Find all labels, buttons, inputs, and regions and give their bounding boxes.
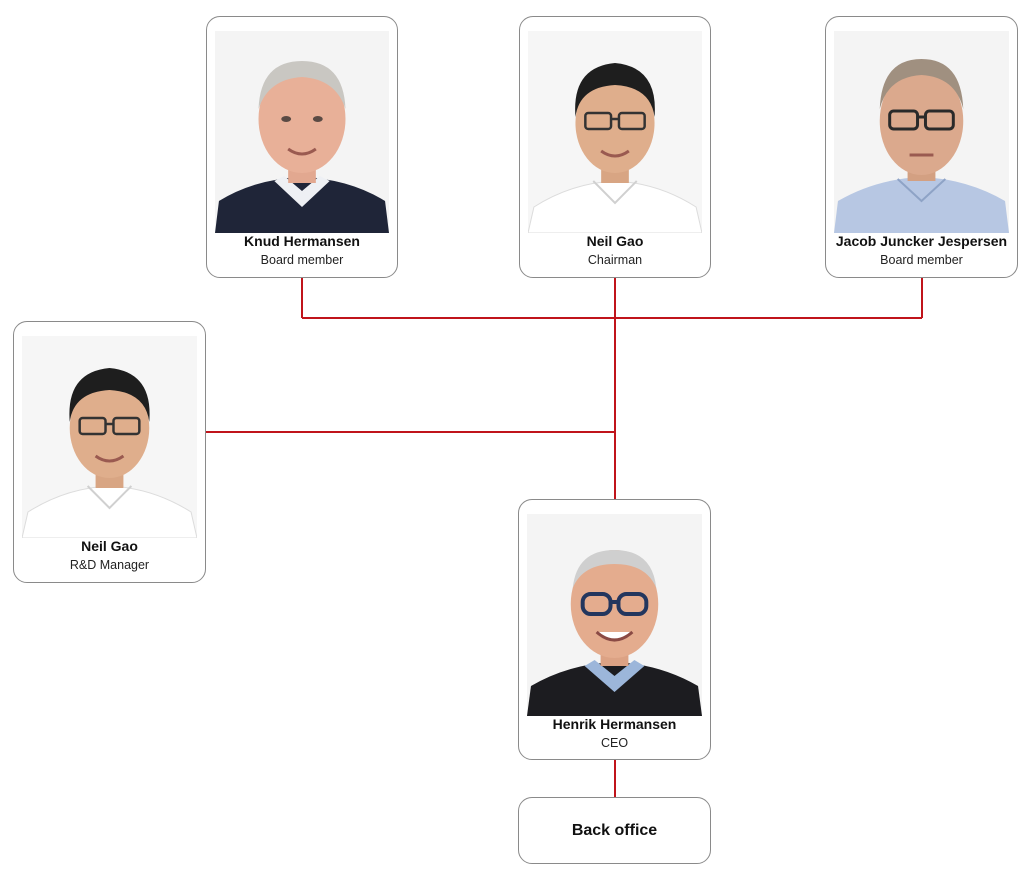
person-card-neil-gao-chairman: Neil Gao Chairman <box>519 16 711 278</box>
person-card-knud-hermansen: Knud Hermansen Board member <box>206 16 398 278</box>
person-name: Neil Gao <box>586 233 644 249</box>
back-office-label: Back office <box>571 821 658 839</box>
person-name: Neil Gao <box>81 538 138 554</box>
person-role: Board member <box>880 253 963 267</box>
person-role: CEO <box>600 736 629 750</box>
person-card-henrik-hermansen: Henrik Hermansen CEO <box>518 499 711 760</box>
person-name: Knud Hermansen <box>244 233 360 249</box>
person-role: R&D Manager <box>69 558 150 572</box>
portrait-icon <box>215 31 389 233</box>
person-role: Board member <box>260 253 344 267</box>
person-role: Chairman <box>587 253 643 267</box>
portrait-icon <box>528 31 702 233</box>
person-name: Jacob Juncker Jespersen <box>835 233 1008 249</box>
person-name: Henrik Hermansen <box>552 716 677 732</box>
person-card-neil-gao-rd-manager: Neil Gao R&D Manager <box>13 321 206 583</box>
person-card-jacob-juncker-jespersen: Jacob Juncker Jespersen Board member <box>825 16 1018 278</box>
portrait-icon <box>527 514 702 716</box>
portrait-icon <box>22 336 197 538</box>
back-office-box: Back office <box>518 797 711 864</box>
portrait-icon <box>834 31 1009 233</box>
